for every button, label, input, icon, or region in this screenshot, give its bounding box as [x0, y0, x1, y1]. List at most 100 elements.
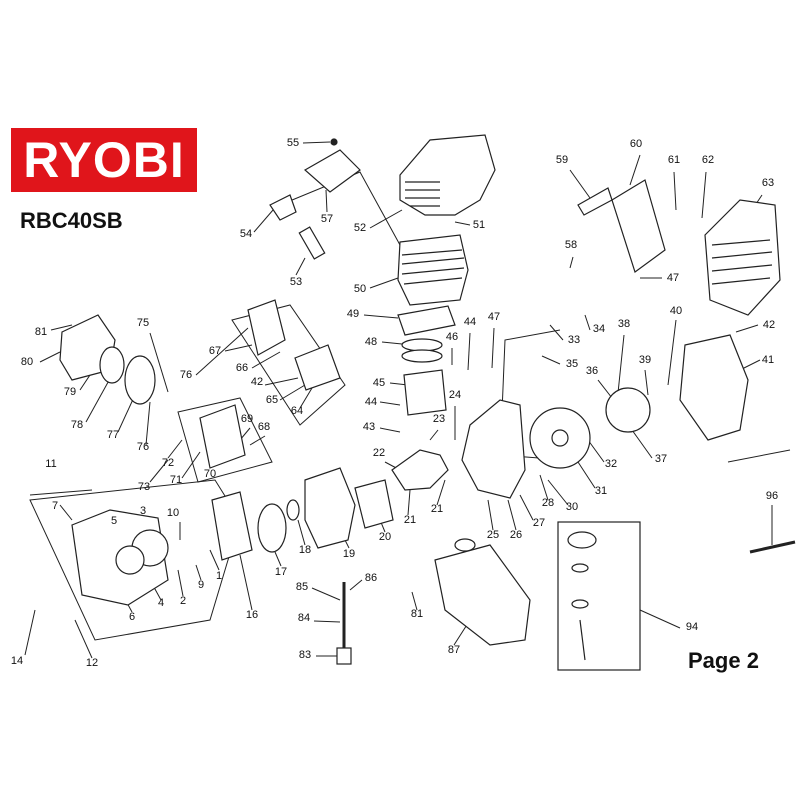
leader-line	[145, 401, 151, 446]
callout-label: 4	[158, 597, 164, 609]
callout-label: 9	[198, 579, 204, 591]
leader-line	[541, 355, 561, 365]
recoil-plate-part	[199, 404, 246, 469]
leader-line	[644, 369, 649, 396]
callout-label: 50	[354, 283, 366, 295]
muffler-part	[704, 199, 781, 316]
muffler-gasket-part	[577, 187, 613, 216]
cylinder-gasket-part	[397, 305, 456, 336]
leader-line	[167, 439, 183, 459]
callout-label: 84	[298, 612, 310, 624]
callout-label: 76	[180, 369, 192, 381]
plug-cap-part	[269, 194, 297, 221]
callout-label: 73	[138, 481, 150, 493]
callout-label: 35	[566, 358, 578, 370]
callout-label: 2	[180, 595, 186, 607]
callout-label: 45	[373, 377, 385, 389]
callout-label: 34	[593, 323, 605, 335]
callout-label: 87	[448, 644, 460, 656]
model-number: RBC40SB	[20, 208, 123, 233]
callout-label: 76	[137, 441, 149, 453]
callout-label: 47	[667, 272, 679, 284]
leader-line	[491, 327, 495, 369]
callout-label: 57	[321, 213, 333, 225]
leader-line	[177, 569, 184, 597]
callout-label: 5	[111, 515, 117, 527]
leader-line	[325, 189, 328, 213]
leader-line	[597, 379, 613, 399]
callout-label: 26	[510, 529, 522, 541]
callout-label: 12	[86, 657, 98, 669]
leader-line	[253, 209, 274, 233]
leader-line	[195, 564, 202, 581]
leader-line	[149, 332, 169, 393]
leader-line	[381, 341, 403, 345]
callout-label: 63	[762, 177, 774, 189]
callout-label: 42	[763, 319, 775, 331]
callout-label: 66	[236, 362, 248, 374]
callout-label: 43	[363, 421, 375, 433]
leader-line	[587, 439, 605, 463]
piston-part	[403, 369, 447, 416]
ryobi-logo: RYOBI	[11, 128, 197, 192]
leader-line	[569, 169, 591, 199]
leader-line	[673, 171, 677, 211]
callout-label: 58	[565, 239, 577, 251]
leader-line	[24, 609, 36, 656]
muffler-fins	[711, 239, 773, 285]
callout-label: 1	[216, 570, 222, 582]
leader-line	[629, 154, 641, 186]
callout-label: 30	[566, 501, 578, 513]
crankcase-gasket-part	[354, 479, 394, 529]
callout-label: 60	[630, 138, 642, 150]
callout-label: 28	[542, 497, 554, 509]
leader-line	[363, 314, 399, 319]
callout-label: 20	[379, 531, 391, 543]
callout-label: 94	[686, 621, 698, 633]
leader-line	[195, 327, 249, 376]
flywheel-hub	[551, 429, 569, 447]
callout-label: 78	[71, 419, 83, 431]
callout-label: 83	[299, 649, 311, 661]
leader-line	[487, 499, 494, 531]
leader-line	[507, 499, 517, 531]
leader-line	[274, 551, 282, 567]
leader-line	[295, 257, 306, 276]
leader-line	[735, 324, 759, 333]
callout-label: 24	[449, 389, 461, 401]
callout-label: 11	[45, 458, 56, 470]
fan-part	[257, 503, 287, 553]
leader-line	[667, 319, 677, 386]
callout-label: 79	[64, 386, 76, 398]
fuel-filter-part	[336, 647, 352, 665]
callout-label: 65	[266, 394, 278, 406]
leader-line	[209, 549, 220, 571]
leader-line	[701, 171, 707, 219]
leader-line	[436, 479, 446, 506]
callout-label: 52	[354, 222, 366, 234]
callout-label: 38	[618, 318, 630, 330]
leader-line	[379, 401, 401, 406]
filter-element-part	[99, 346, 125, 384]
leader-line	[29, 489, 93, 496]
callout-label: 6	[129, 611, 135, 623]
leader-line	[85, 374, 113, 423]
filter-housing-part	[124, 355, 156, 405]
leader-line	[299, 387, 313, 409]
callout-label: 18	[299, 544, 311, 556]
leader-line	[519, 494, 534, 521]
leader-line	[467, 332, 471, 371]
leader-line	[74, 619, 93, 659]
callout-label: 33	[568, 334, 580, 346]
leader-line	[454, 221, 471, 226]
leader-line	[302, 141, 331, 144]
leader-line	[50, 324, 73, 331]
callout-label: 3	[140, 505, 146, 517]
callout-label: 44	[365, 396, 377, 408]
spark-plug-part	[298, 226, 326, 260]
callout-label: 16	[246, 609, 258, 621]
callout-label: 96	[766, 490, 778, 502]
group-outline	[279, 171, 401, 246]
